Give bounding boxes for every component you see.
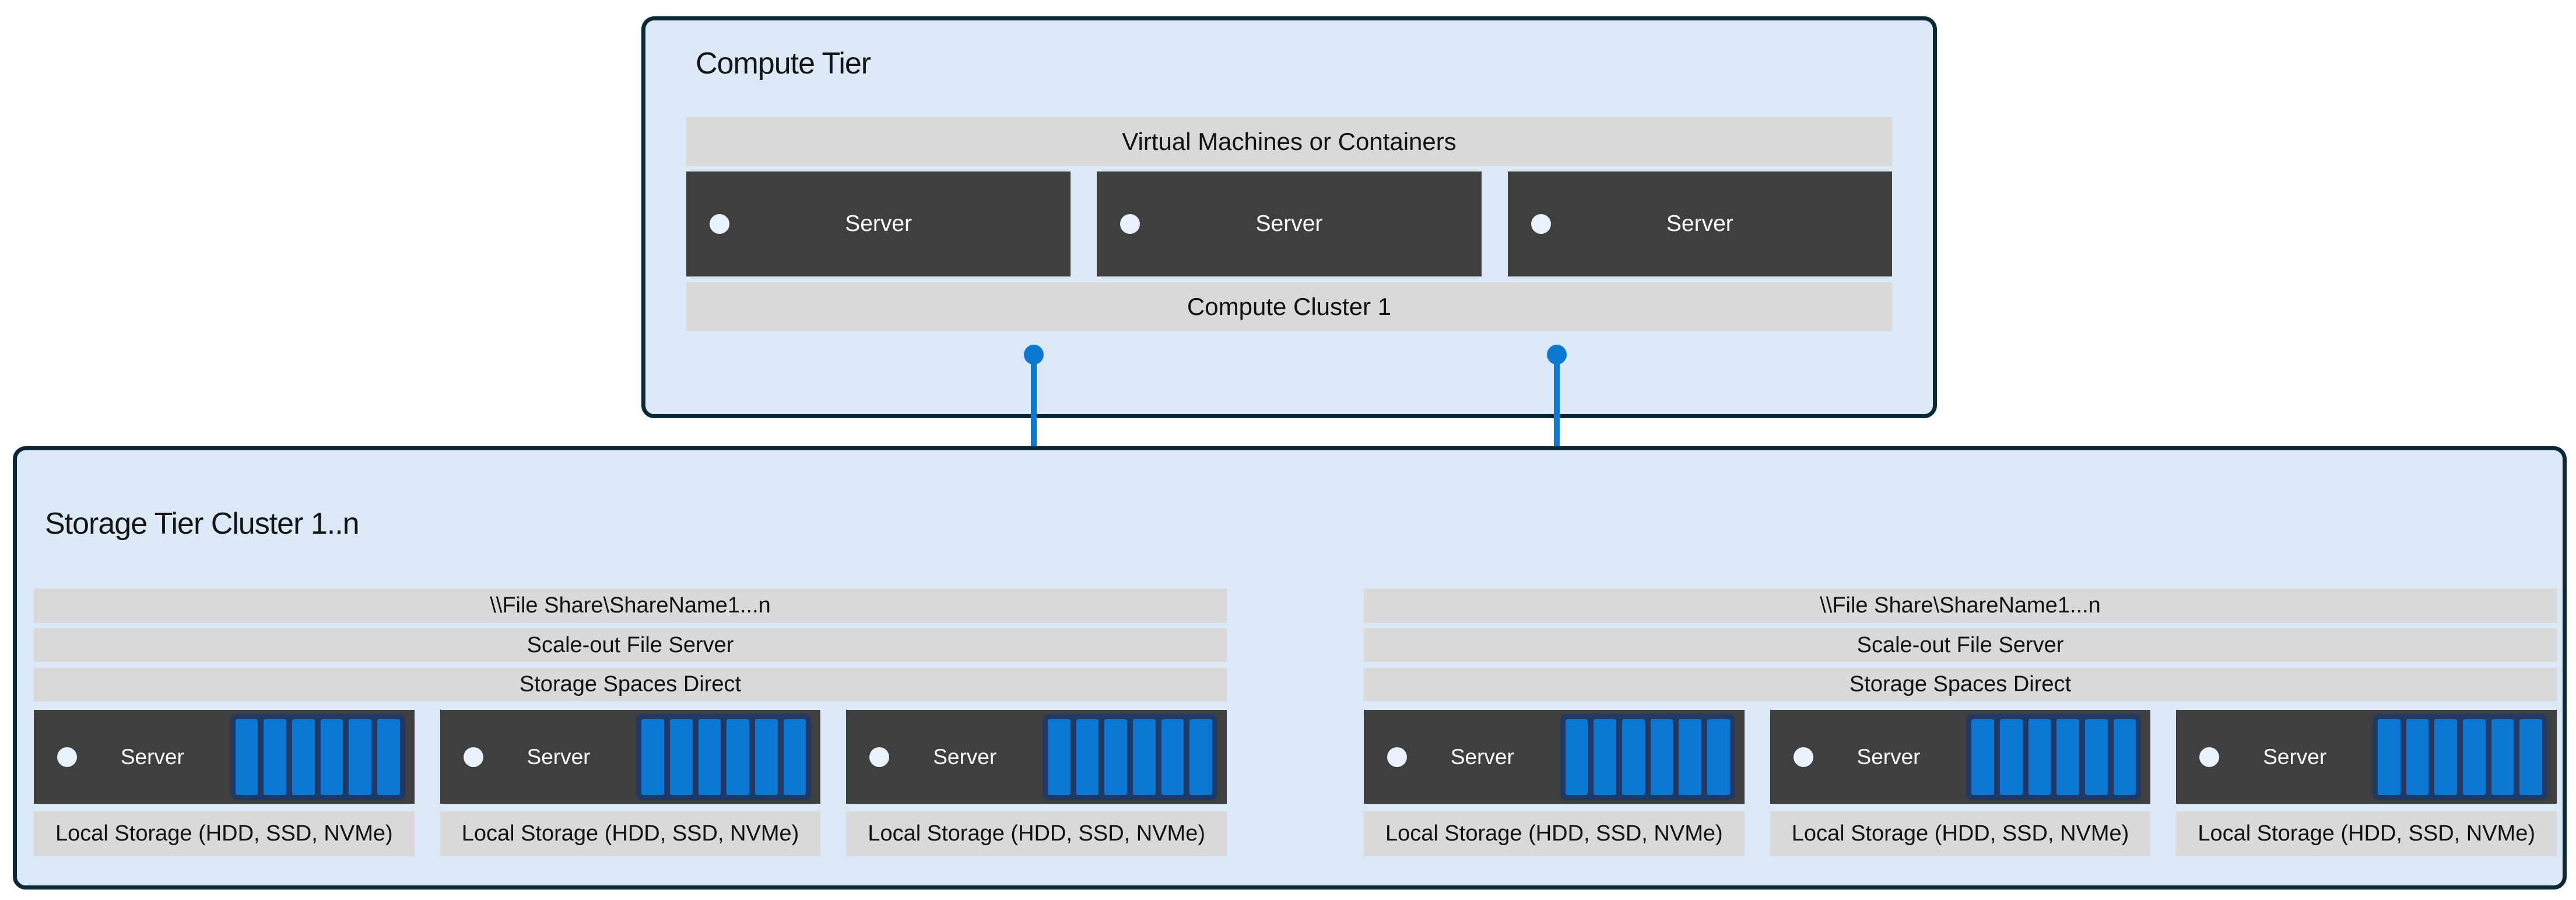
- disk-icon: [377, 719, 400, 795]
- server-label: Server: [1255, 211, 1323, 236]
- smb-connector-line-1: [1031, 353, 1037, 468]
- status-dot-icon: [1531, 214, 1551, 234]
- disk-icon: [1076, 719, 1099, 795]
- local-storage-row: Local Storage (HDD, SSD, NVMe) Local Sto…: [34, 811, 1227, 856]
- server-label: Server: [527, 744, 591, 769]
- local-storage-row: Local Storage (HDD, SSD, NVMe) Local Sto…: [1364, 811, 2557, 856]
- disk-icon: [1565, 719, 1588, 795]
- disk-array-icon: [1043, 713, 1218, 800]
- storage-cluster-2: \\File Share\ShareName1...n Scale-out Fi…: [1364, 589, 2557, 856]
- storage-server-row: Server Server Server: [1364, 710, 2557, 804]
- disk-icon: [1679, 719, 1702, 795]
- smb-connector-line-2: [1554, 353, 1560, 468]
- status-dot-icon: [463, 747, 483, 767]
- disk-icon: [235, 719, 258, 795]
- disk-icon: [727, 719, 750, 795]
- storage-server-1: Server: [34, 710, 415, 804]
- storage-server-row: Server Server Server: [34, 710, 1227, 804]
- disk-icon: [2491, 719, 2514, 795]
- disk-icon: [320, 719, 343, 795]
- disk-icon: [1707, 719, 1730, 795]
- storage-server-1: Server: [1364, 710, 1745, 804]
- connector-endpoint-dot: [1024, 345, 1044, 365]
- storage-server-3: Server: [846, 710, 1227, 804]
- disk-icon: [1189, 719, 1213, 795]
- local-storage-bar: Local Storage (HDD, SSD, NVMe): [846, 811, 1227, 856]
- local-storage-bar: Local Storage (HDD, SSD, NVMe): [1770, 811, 2151, 856]
- compute-server-row: Server Server Server: [686, 171, 1892, 276]
- disk-icon: [2056, 719, 2080, 795]
- disk-icon: [641, 719, 665, 795]
- local-storage-bar: Local Storage (HDD, SSD, NVMe): [34, 811, 415, 856]
- storage-server-3: Server: [2176, 710, 2557, 804]
- compute-server-3: Server: [1507, 171, 1892, 276]
- storage-server-2: Server: [1770, 710, 2151, 804]
- disk-icon: [349, 719, 372, 795]
- storage-clusters-row: \\File Share\ShareName1...n Scale-out Fi…: [34, 589, 2557, 856]
- server-label: Server: [120, 744, 184, 769]
- scale-out-file-server-bar: Scale-out File Server: [1364, 628, 2557, 662]
- file-share-bar: \\File Share\ShareName1...n: [34, 589, 1227, 623]
- compute-cluster-bar: Compute Cluster 1: [686, 282, 1892, 331]
- storage-spaces-direct-bar: Storage Spaces Direct: [34, 668, 1227, 701]
- disk-icon: [698, 719, 721, 795]
- disk-icon: [2434, 719, 2458, 795]
- status-dot-icon: [1793, 747, 1813, 767]
- disk-icon: [670, 719, 693, 795]
- status-dot-icon: [869, 747, 890, 767]
- disk-icon: [1594, 719, 1617, 795]
- status-dot-icon: [1387, 747, 1407, 767]
- status-dot-icon: [57, 747, 77, 767]
- disk-array-icon: [2373, 713, 2548, 800]
- disk-icon: [264, 719, 287, 795]
- storage-spaces-direct-bar: Storage Spaces Direct: [1364, 668, 2557, 701]
- disk-icon: [1048, 719, 1071, 795]
- disk-array-icon: [1966, 713, 2142, 800]
- server-label: Server: [1856, 744, 1921, 769]
- file-share-bar: \\File Share\ShareName1...n: [1364, 589, 2557, 623]
- server-label: Server: [2263, 744, 2327, 769]
- disk-icon: [1650, 719, 1673, 795]
- compute-tier-box: Compute Tier Virtual Machines or Contain…: [641, 16, 1937, 418]
- server-label: Server: [845, 211, 913, 236]
- disk-icon: [1104, 719, 1128, 795]
- storage-cluster-1: \\File Share\ShareName1...n Scale-out Fi…: [34, 589, 1227, 856]
- disk-icon: [2463, 719, 2486, 795]
- disk-icon: [292, 719, 315, 795]
- vm-containers-bar: Virtual Machines or Containers: [686, 117, 1892, 166]
- scale-out-file-server-bar: Scale-out File Server: [34, 628, 1227, 662]
- status-dot-icon: [1120, 214, 1140, 234]
- disk-icon: [2028, 719, 2051, 795]
- storage-tier-title: Storage Tier Cluster 1..n: [45, 507, 360, 541]
- compute-server-1: Server: [686, 171, 1071, 276]
- disk-icon: [783, 719, 806, 795]
- disk-array-icon: [636, 713, 812, 800]
- status-dot-icon: [710, 214, 729, 234]
- storage-tier-box: Storage Tier Cluster 1..n \\File Share\S…: [13, 446, 2567, 890]
- disk-icon: [2378, 719, 2400, 795]
- storage-server-2: Server: [440, 710, 821, 804]
- local-storage-bar: Local Storage (HDD, SSD, NVMe): [2176, 811, 2557, 856]
- server-label: Server: [1666, 211, 1733, 236]
- disk-icon: [1622, 719, 1645, 795]
- disk-icon: [1971, 719, 1995, 795]
- status-dot-icon: [2199, 747, 2220, 767]
- disk-icon: [755, 719, 778, 795]
- disk-icon: [2519, 719, 2543, 795]
- connector-endpoint-dot: [1547, 345, 1567, 365]
- server-label: Server: [1450, 744, 1514, 769]
- compute-tier-title: Compute Tier: [696, 47, 871, 80]
- compute-server-2: Server: [1097, 171, 1482, 276]
- disk-icon: [1161, 719, 1184, 795]
- local-storage-bar: Local Storage (HDD, SSD, NVMe): [1364, 811, 1745, 856]
- disk-icon: [2113, 719, 2136, 795]
- disk-icon: [2406, 719, 2429, 795]
- disk-icon: [2000, 719, 2023, 795]
- disk-icon: [1133, 719, 1156, 795]
- server-label: Server: [933, 744, 997, 769]
- disk-array-icon: [230, 713, 405, 800]
- disk-icon: [2085, 719, 2108, 795]
- local-storage-bar: Local Storage (HDD, SSD, NVMe): [440, 811, 821, 856]
- disk-array-icon: [1560, 713, 1735, 800]
